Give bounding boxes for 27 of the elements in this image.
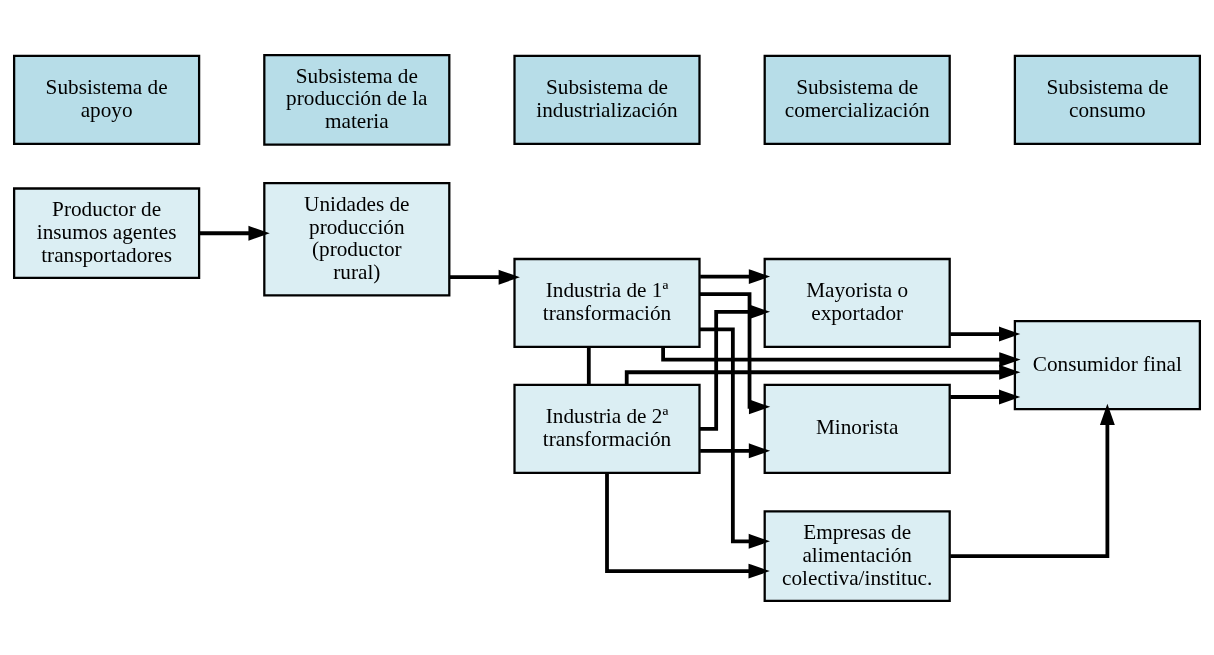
node-box: Productor de insumos agentes transportadores [13, 186, 201, 279]
node-box: Subsistema de producción de la materia [263, 53, 451, 146]
arrow [950, 326, 1021, 341]
arrow [699, 291, 771, 414]
arrow [624, 364, 1021, 385]
connector [586, 346, 591, 385]
arrow [605, 472, 770, 579]
node-box: Unidades de producción (productor rural) [263, 181, 451, 297]
arrow [700, 442, 771, 458]
arrow [661, 346, 1021, 367]
arrow [449, 269, 520, 285]
node-box: Subsistema de comercialización [763, 54, 951, 145]
arrow [950, 389, 1021, 404]
node-box: Subsistema de industrialización [513, 54, 701, 145]
node-box: Industria de 2ª transformación [513, 383, 701, 474]
node-box: Subsistema de apoyo [13, 54, 201, 145]
node-box: Minorista [763, 383, 951, 474]
node-box: Consumidor final [1013, 319, 1201, 410]
node-box: Empresas de alimentación colectiva/instituc. [763, 509, 951, 602]
arrow [950, 403, 1115, 558]
arrow [700, 268, 771, 284]
node-box: Mayorista o exportador [763, 257, 951, 348]
arrow [699, 326, 770, 549]
node-box: Subsistema de consumo [1013, 54, 1201, 145]
arrow [699, 303, 771, 431]
arrow [199, 225, 270, 241]
node-box: Industria de 1ª transformación [513, 257, 701, 348]
